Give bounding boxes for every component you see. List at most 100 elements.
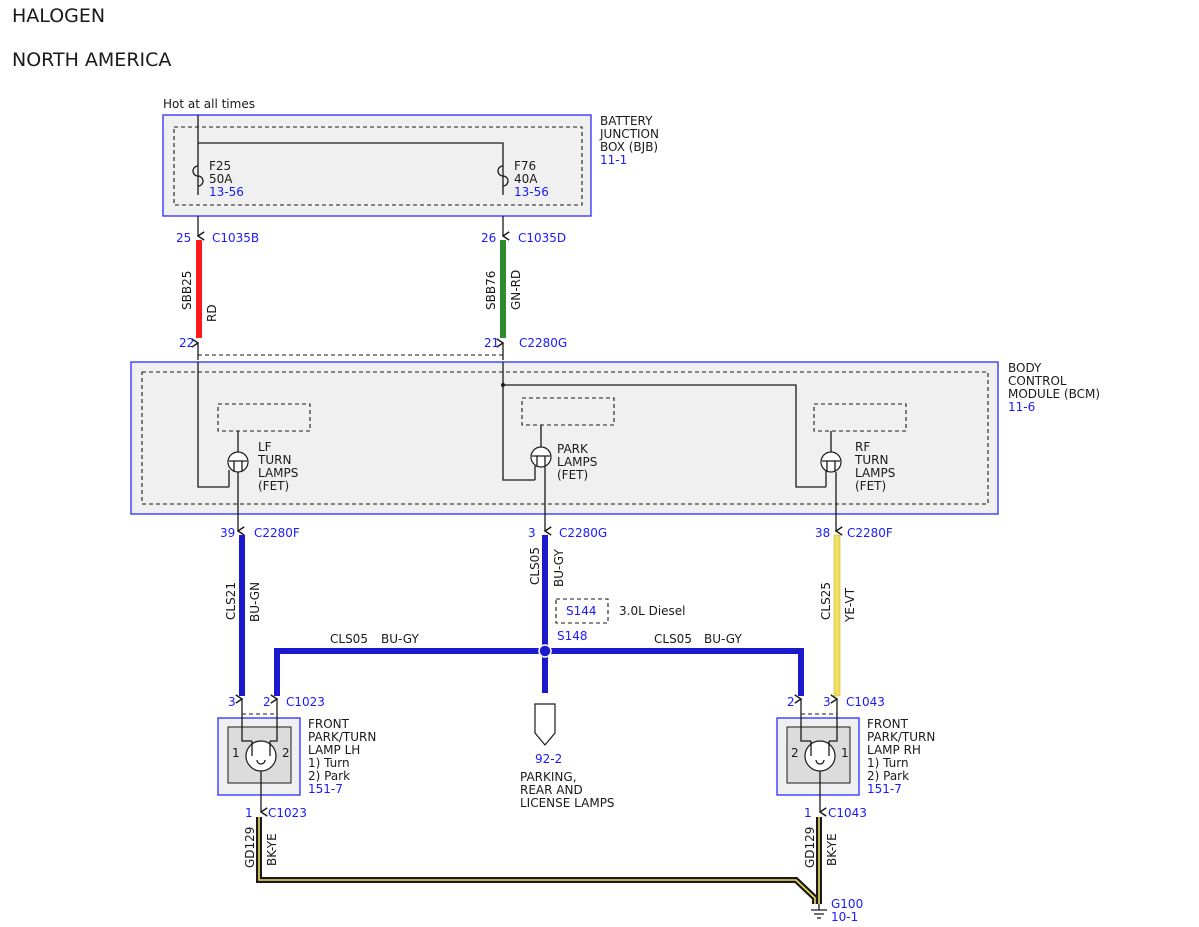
offpage-line2: REAR AND <box>520 783 583 797</box>
connector-c2280f-lf: C2280F <box>254 526 300 540</box>
wire-sbb25 <box>196 240 202 338</box>
wire-cls21-color: BU-GN <box>248 582 262 622</box>
bjb-name-1: BATTERY <box>600 114 653 128</box>
fet-rf-line3: LAMPS <box>855 466 895 480</box>
connector-c1043-bottom: C1043 <box>828 806 867 820</box>
wire-cls05-bus <box>274 648 804 696</box>
connector-c2280g-park: C2280G <box>559 526 607 540</box>
fet-lf-line2: TURN <box>257 453 291 467</box>
lamp-rh-name-3: LAMP RH <box>867 743 921 757</box>
fet-park-line1: PARK <box>557 442 589 456</box>
bus-left-color: BU-GY <box>381 632 419 646</box>
bjb-name-2: JUNCTION <box>599 127 659 141</box>
gd129-right-circuit: GD129 <box>803 827 817 868</box>
bcm-name-2: CONTROL <box>1008 374 1067 388</box>
fet-rf-line1: RF <box>855 440 870 454</box>
bcm-name-1: BODY <box>1008 361 1042 375</box>
bcm-pin-21: 21 <box>484 336 499 350</box>
offpage-line1: PARKING, <box>520 770 577 784</box>
lamp-rh-pin-right: 1 <box>841 746 849 760</box>
wire-sbb76 <box>500 240 506 338</box>
wire-cls05-vertical <box>542 535 548 693</box>
lh-gnd-pin: 1 <box>245 806 253 820</box>
lh-pin-2: 2 <box>263 695 271 709</box>
offpage-ref: 92-2 <box>535 752 562 766</box>
fet-rf-line4: (FET) <box>855 479 886 493</box>
gd129-left-circuit: GD129 <box>243 827 257 868</box>
lamp-rh-name-4: 1) Turn <box>867 756 909 770</box>
lamp-lh-pin-left: 1 <box>232 746 240 760</box>
bjb-ref: 11-1 <box>600 153 627 167</box>
splice-s148-dot <box>538 644 552 658</box>
splice-s144-box <box>555 598 609 624</box>
lamp-lh-name-1: FRONT <box>308 717 350 731</box>
wire-cls21-circuit: CLS21 <box>224 582 238 620</box>
bcm-name-3: MODULE (BCM) <box>1008 387 1100 401</box>
lamp-rh-name-1: FRONT <box>867 717 909 731</box>
ground-icon <box>811 904 827 919</box>
connector-c1035b: C1035B <box>212 231 259 245</box>
lamp-lh-ref: 151-7 <box>308 782 343 796</box>
fet-lf-line3: LAMPS <box>258 466 298 480</box>
fet-lf-line1: LF <box>258 440 272 454</box>
connector-c2280g-top: C2280G <box>519 336 567 350</box>
rh-pin-3: 3 <box>823 695 831 709</box>
offpage-line3: LICENSE LAMPS <box>520 796 615 810</box>
fuse-f25-ref: 13-56 <box>209 185 244 199</box>
lamp-rh-name-5: 2) Park <box>867 769 909 783</box>
bjb-name-3: BOX (BJB) <box>600 140 658 154</box>
fet-lf-line4: (FET) <box>258 479 289 493</box>
wire-cls25-circuit: CLS25 <box>819 582 833 620</box>
ground-wires: GD129 BK-YE GD129 BK-YE G100 10-1 <box>243 817 863 924</box>
gd129-right-color: BK-YE <box>825 833 839 866</box>
fet-park-symbol <box>530 446 552 468</box>
wire-gd129-left <box>256 817 818 904</box>
offpage-connector-symbol <box>534 703 556 746</box>
wire-cls05-circuit: CLS05 <box>528 547 542 585</box>
fet-lf-symbol <box>227 451 249 473</box>
wire-sbb76-color: GN-RD <box>509 270 523 310</box>
lamp-lh-bulb-icon <box>245 740 277 772</box>
fuse-f76-ref: 13-56 <box>514 185 549 199</box>
wire-cls25 <box>833 534 841 697</box>
lamp-lh-name-3: LAMP LH <box>308 743 360 757</box>
bcm-pin-3: 3 <box>528 526 536 540</box>
fet-park-line3: (FET) <box>557 468 588 482</box>
bcm-pin-22: 22 <box>179 336 194 350</box>
wire-sbb25-color: RD <box>205 304 219 322</box>
gd129-left-color: BK-YE <box>265 833 279 866</box>
lamp-rh-bulb-icon <box>804 740 836 772</box>
connector-c1023-top: C1023 <box>286 695 325 709</box>
fuse-f76-id: F76 <box>514 159 536 173</box>
diagram-title: HALOGEN <box>12 5 105 27</box>
supply-label: Hot at all times <box>163 97 255 111</box>
lamp-lh-name-5: 2) Park <box>308 769 350 783</box>
front-lamp-rh: 2 3 C1043 2 1 FRONT PARK/TURN LAMP RH 1)… <box>776 694 935 820</box>
fuse-f76-symbol <box>497 165 509 187</box>
fet-rf-symbol <box>820 451 842 473</box>
wire-sbb25-circuit: SBB25 <box>180 271 194 310</box>
ground-name: G100 <box>831 897 863 911</box>
splice-s144-name: S144 <box>566 604 597 618</box>
bus-left-circuit: CLS05 <box>330 632 368 646</box>
diagram-subtitle: NORTH AMERICA <box>12 49 171 71</box>
feed-wires: 25 C1035B 26 C1035D SBB25 RD SBB76 GN-RD… <box>176 216 567 360</box>
bcm-pin-39: 39 <box>220 526 235 540</box>
ground-ref: 10-1 <box>831 910 858 924</box>
wire-cls25-color: YE-VT <box>843 587 857 623</box>
lamp-rh-name-2: PARK/TURN <box>867 730 935 744</box>
fuse-f25-symbol <box>192 165 204 187</box>
front-lamp-lh: 3 2 C1023 1 2 FRONT PARK/TURN LAMP LH 1)… <box>217 694 376 820</box>
lamp-rh-ref: 151-7 <box>867 782 902 796</box>
lamp-rh-pin-left: 2 <box>791 746 799 760</box>
bjb-pin-25: 25 <box>176 231 191 245</box>
splice-s144-note: 3.0L Diesel <box>619 604 686 618</box>
splice-s148-name: S148 <box>557 629 588 643</box>
fet-rf-line2: TURN <box>854 453 888 467</box>
lamp-lh-name-2: PARK/TURN <box>308 730 376 744</box>
fuse-f76-rating: 40A <box>514 172 538 186</box>
connector-c1035d: C1035D <box>518 231 566 245</box>
rh-pin-2: 2 <box>787 695 795 709</box>
bcm-output-wires: 39 C2280F 3 C2280G 38 C2280F CLS21 BU-GN… <box>220 514 893 810</box>
